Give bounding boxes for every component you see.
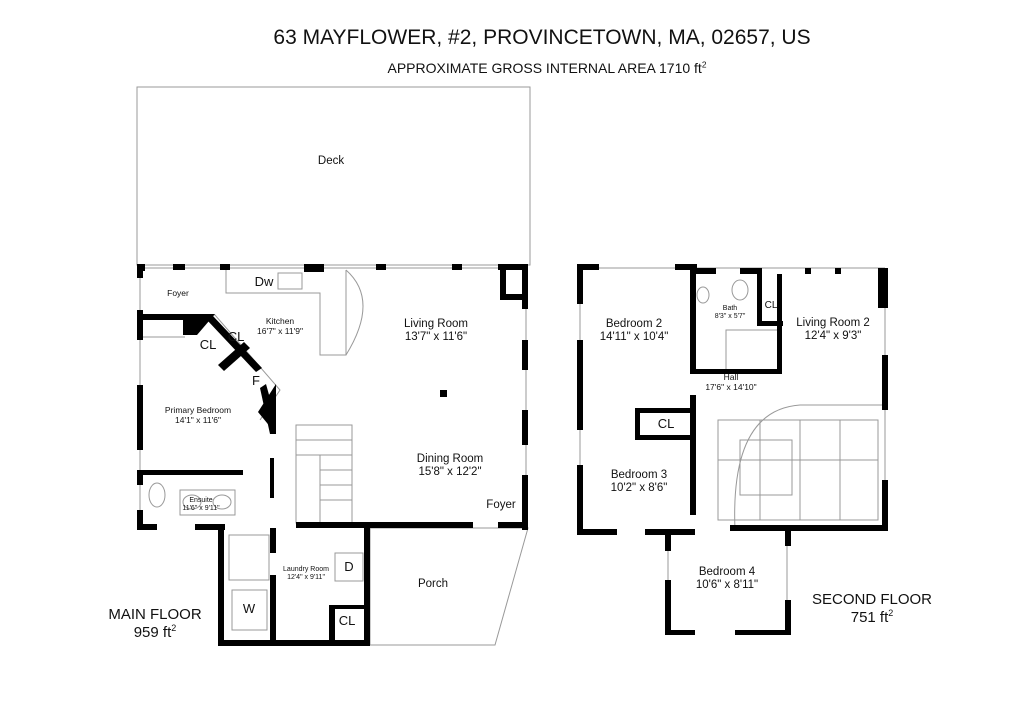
room-name: Dining Room xyxy=(416,453,484,465)
room-dims: 11'6" x 9'11" xyxy=(182,505,220,513)
main-floor-walls xyxy=(137,264,528,646)
address-title: 63 MAYFLOWER, #2, PROVINCETOWN, MA, 0265… xyxy=(273,26,811,49)
porch-outline xyxy=(369,527,529,646)
room-name: Bedroom 3 xyxy=(610,469,668,481)
closet-cl-hall: CL xyxy=(657,416,675,431)
floor-area-sup: 2 xyxy=(171,623,177,634)
closet-cl-2: CL xyxy=(227,329,245,344)
room-foyer-top: Foyer xyxy=(167,288,189,298)
room-name: Bedroom 4 xyxy=(698,566,756,578)
room-name: Ensuite xyxy=(189,497,213,504)
room-name: Laundry Room xyxy=(283,566,329,573)
deck-outline xyxy=(136,86,531,266)
floor-area: 959 ft xyxy=(133,624,172,642)
fireplace-f: F xyxy=(252,373,260,388)
room-deck: Deck xyxy=(317,155,345,167)
washer-w: W xyxy=(242,601,256,616)
room-dims: 8'3" x 5'7" xyxy=(714,313,746,321)
floor-name: MAIN FLOOR xyxy=(108,606,202,623)
room-dims: 10'2" x 8'6" xyxy=(610,482,668,495)
floor-area: 751 ft xyxy=(850,609,889,627)
room-dims: 14'1" x 11'6" xyxy=(174,414,221,425)
room-name: Bedroom 2 xyxy=(605,318,663,330)
room-dims: 13'7" x 11'6" xyxy=(404,331,468,344)
main-floor-plan xyxy=(136,86,531,646)
floor-area-sup: 2 xyxy=(888,608,894,619)
gross-area-label: APPROXIMATE GROSS INTERNAL AREA 1710 ft2 xyxy=(388,60,707,76)
room-name: Bath xyxy=(722,305,738,312)
room-porch: Porch xyxy=(417,578,449,590)
room-name: Kitchen xyxy=(265,316,295,326)
dishwasher-label: Dw xyxy=(254,274,274,289)
room-dims: 10'6" x 8'11" xyxy=(695,579,759,592)
room-dims: 12'4" x 9'11" xyxy=(287,574,325,582)
gross-area-text: APPROXIMATE GROSS INTERNAL AREA 1710 ft xyxy=(387,60,702,76)
room-foyer-bottom: Foyer xyxy=(486,499,516,511)
room-name: Hall xyxy=(723,372,739,382)
room-name: Living Room 2 xyxy=(796,317,870,329)
room-dims: 14'11" x 10'4" xyxy=(599,331,669,344)
room-name: Living Room xyxy=(404,318,468,330)
room-dims: 17'6" x 14'10" xyxy=(705,381,757,392)
room-dims: 12'4" x 9'3" xyxy=(804,330,862,343)
second-floor-walls xyxy=(577,264,888,635)
closet-cl-1: CL xyxy=(199,337,217,352)
room-name: Primary Bedroom xyxy=(164,405,232,415)
room-dims: 16'7" x 11'9" xyxy=(257,325,303,336)
dryer-d: D xyxy=(344,559,354,574)
room-dims: 15'8" x 12'2" xyxy=(418,466,482,479)
gross-area-unit-sup: 2 xyxy=(701,59,707,70)
closet-cl-upper: CL xyxy=(764,300,778,311)
closet-cl-3: CL xyxy=(338,613,356,628)
floor-name: SECOND FLOOR xyxy=(811,591,933,608)
